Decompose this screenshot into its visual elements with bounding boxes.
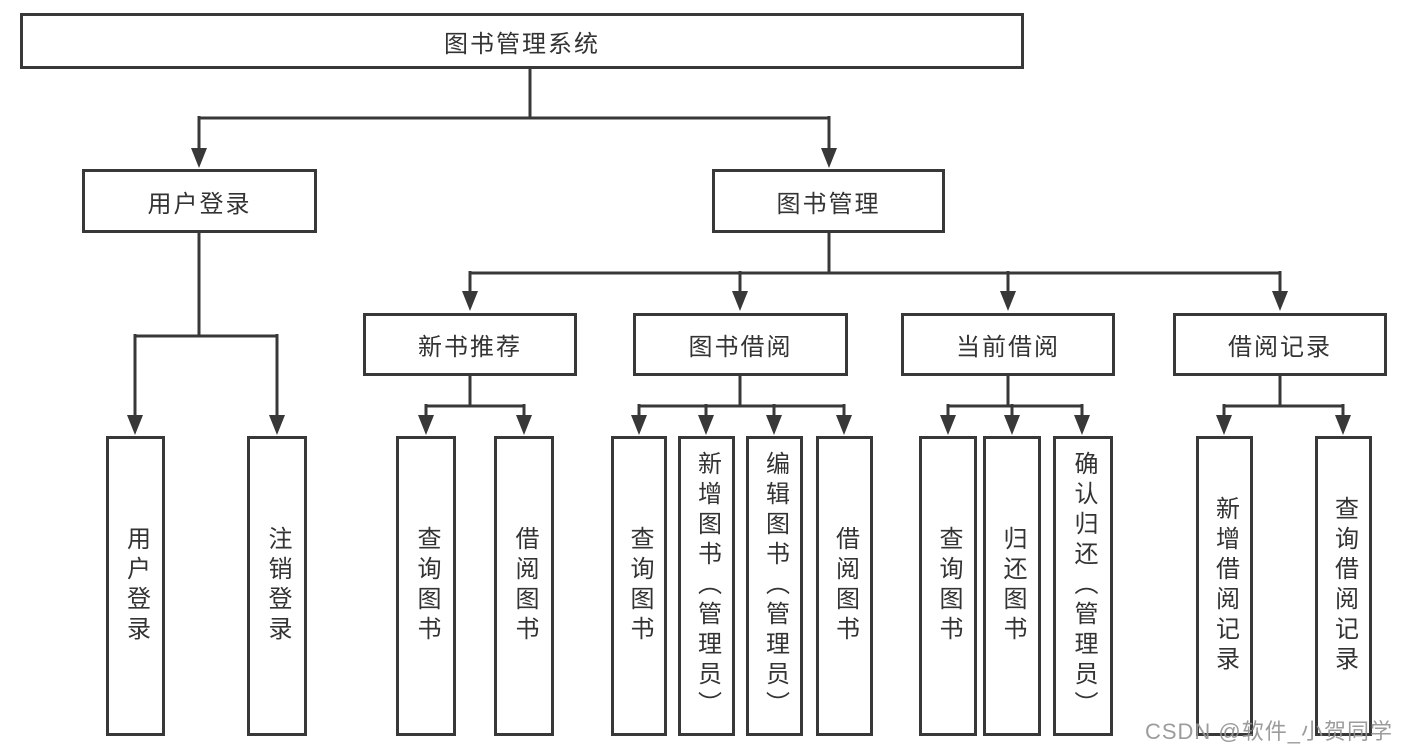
connector-borrow-record-branch bbox=[1222, 376, 1345, 417]
leaf-query-books-current: 查询图书 bbox=[919, 436, 977, 736]
leaf-add-book-admin-label: 新增图书（管理员） bbox=[693, 451, 721, 721]
leaf-confirm-return-admin: 确认归还（管理员） bbox=[1053, 436, 1113, 736]
leaf-query-books-current-label: 查询图书 bbox=[935, 526, 962, 646]
leaf-borrow-books-label: 借阅图书 bbox=[831, 526, 859, 646]
connector-user-login-branch bbox=[133, 233, 279, 417]
leaf-borrow-books-recommend: 借阅图书 bbox=[494, 436, 554, 736]
node-new-book-recommend-label: 新书推荐 bbox=[418, 334, 522, 361]
leaf-add-borrow-record: 新增借阅记录 bbox=[1196, 436, 1253, 736]
leaf-logout-label: 注销登录 bbox=[264, 526, 291, 646]
connector-current-borrow-branch bbox=[946, 376, 1084, 417]
node-book-borrow: 图书借阅 bbox=[633, 313, 848, 376]
node-user-login: 用户登录 bbox=[82, 169, 317, 233]
leaf-query-borrow-record: 查询借阅记录 bbox=[1315, 436, 1372, 736]
connector-level1 bbox=[197, 69, 831, 150]
arrowheads-level2 bbox=[462, 291, 1288, 311]
leaf-edit-book-admin: 编辑图书（管理员） bbox=[746, 436, 803, 736]
leaf-query-books-borrow-label: 查询图书 bbox=[626, 526, 653, 646]
leaf-user-login-label: 用户登录 bbox=[122, 526, 150, 646]
node-book-management-label: 图书管理 bbox=[776, 190, 881, 218]
leaf-confirm-return-admin-label: 确认归还（管理员） bbox=[1070, 451, 1097, 721]
leaf-borrow-books-recommend-label: 借阅图书 bbox=[511, 526, 538, 646]
arrowheads-level1 bbox=[191, 148, 837, 168]
node-root-label: 图书管理系统 bbox=[444, 30, 600, 58]
leaf-borrow-books: 借阅图书 bbox=[816, 436, 873, 736]
watermark: CSDN @软件_小贺同学 bbox=[1144, 719, 1393, 744]
leaf-return-book-label: 归还图书 bbox=[999, 526, 1026, 646]
leaf-add-borrow-record-label: 新增借阅记录 bbox=[1211, 496, 1239, 676]
leaf-query-books-recommend-label: 查询图书 bbox=[413, 526, 440, 646]
leaf-query-books-borrow: 查询图书 bbox=[611, 436, 667, 736]
node-book-management: 图书管理 bbox=[712, 169, 945, 233]
connector-level2 bbox=[468, 233, 1282, 293]
leaf-edit-book-admin-label: 编辑图书（管理员） bbox=[761, 451, 789, 721]
leaf-query-borrow-record-label: 查询借阅记录 bbox=[1330, 496, 1358, 676]
node-current-borrow-label: 当前借阅 bbox=[956, 334, 1060, 361]
connector-book-borrow-branch bbox=[637, 376, 846, 417]
leaf-user-login: 用户登录 bbox=[106, 436, 165, 736]
node-user-login-label: 用户登录 bbox=[147, 190, 252, 218]
connector-new-rec-branch bbox=[424, 376, 526, 417]
node-book-borrow-label: 图书借阅 bbox=[688, 334, 793, 361]
leaf-add-book-admin: 新增图书（管理员） bbox=[678, 436, 735, 736]
leaf-query-books-recommend: 查询图书 bbox=[396, 436, 456, 736]
node-new-book-recommend: 新书推荐 bbox=[363, 313, 577, 376]
node-borrow-record: 借阅记录 bbox=[1173, 313, 1387, 376]
node-root: 图书管理系统 bbox=[20, 13, 1024, 69]
node-borrow-record-label: 借阅记录 bbox=[1228, 334, 1332, 361]
leaf-return-book: 归还图书 bbox=[983, 436, 1041, 736]
node-current-borrow: 当前借阅 bbox=[901, 313, 1115, 376]
leaf-logout: 注销登录 bbox=[247, 436, 307, 736]
arrowheads-leaves bbox=[127, 415, 1351, 435]
